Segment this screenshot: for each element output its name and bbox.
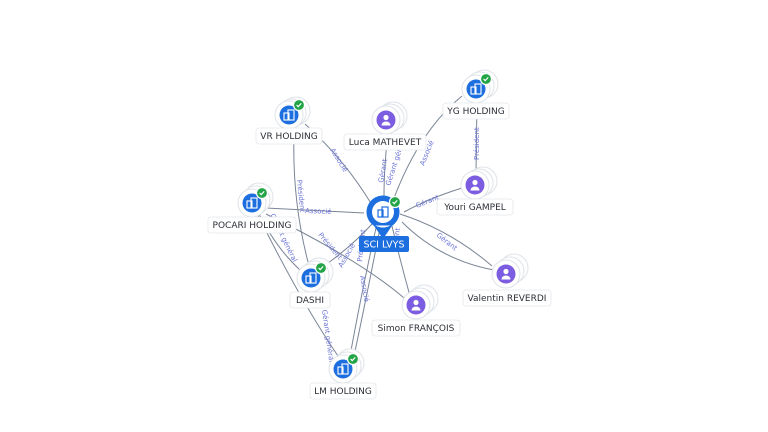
- node-valentin-reverdi[interactable]: Valentin REVERDI: [462, 253, 552, 307]
- node-luca-mathevet[interactable]: Luca MATHEVET: [343, 101, 427, 151]
- verified-check-icon: [388, 195, 402, 209]
- edge-valentin-center-2: [399, 213, 493, 267]
- person-icon: [501, 268, 511, 280]
- edge-label-president: Président: [316, 231, 343, 261]
- building-icon: [337, 363, 349, 375]
- node-lm-holding[interactable]: LM HOLDING: [309, 348, 377, 400]
- node-label-dashi: DASHI: [296, 296, 324, 306]
- node-label-vr-holding: VR HOLDING: [260, 132, 317, 142]
- node-pocari-holding[interactable]: POCARI HOLDING: [207, 182, 297, 234]
- edge-label-associe: Associé: [358, 275, 370, 302]
- edge-label-associe: Associé: [328, 147, 349, 174]
- building-icon: [377, 206, 389, 218]
- person-icon: [470, 179, 480, 191]
- verified-check-icon: [292, 98, 306, 112]
- edge-simon-center: [391, 225, 411, 297]
- node-label-pocari-holding: POCARI HOLDING: [213, 221, 292, 231]
- node-sci-lvys[interactable]: SCI LVYS: [359, 195, 409, 252]
- node-simon-francois[interactable]: Simon FRANÇOIS: [371, 284, 461, 337]
- node-label-luca-mathevet: Luca MATHEVET: [349, 138, 422, 148]
- edge-label-president: Président: [473, 127, 481, 160]
- node-dashi[interactable]: DASHI: [289, 257, 334, 309]
- edge-label-president: Président: [295, 179, 306, 213]
- node-label-youri-gampel: Youri GAMPEL: [443, 203, 506, 213]
- verified-check-icon: [255, 186, 269, 200]
- edge-vr-holding-dashi: [293, 133, 309, 263]
- node-label-lm-holding: LM HOLDING: [314, 387, 372, 397]
- edge-valentin-center: [401, 221, 495, 271]
- edge-label-gerant: Gérant: [415, 193, 441, 210]
- edge-pocari-center: [265, 207, 365, 214]
- edge-label-gerant-general: Gérant général: [320, 309, 335, 363]
- edge-label-associe: Associé: [305, 207, 332, 216]
- building-icon: [305, 272, 317, 284]
- person-icon: [411, 299, 421, 311]
- node-label-yg-holding: YG HOLDING: [446, 107, 505, 117]
- edge-youri-center: [403, 187, 463, 213]
- verified-check-icon: [479, 72, 493, 86]
- node-yg-holding[interactable]: YG HOLDING: [442, 69, 510, 120]
- node-label-valentin-reverdi: Valentin REVERDI: [468, 294, 547, 304]
- building-icon: [283, 109, 295, 121]
- node-label-simon-francois: Simon FRANÇOIS: [378, 324, 455, 334]
- person-icon: [381, 114, 391, 126]
- node-vr-holding[interactable]: VR HOLDING: [255, 96, 323, 145]
- verified-check-icon: [314, 261, 328, 275]
- building-icon: [246, 197, 258, 209]
- building-icon: [470, 83, 482, 95]
- node-youri-gampel[interactable]: Youri GAMPEL: [436, 166, 514, 216]
- center-label-sci-lvys: SCI LVYS: [363, 240, 404, 251]
- verified-check-icon: [346, 352, 360, 366]
